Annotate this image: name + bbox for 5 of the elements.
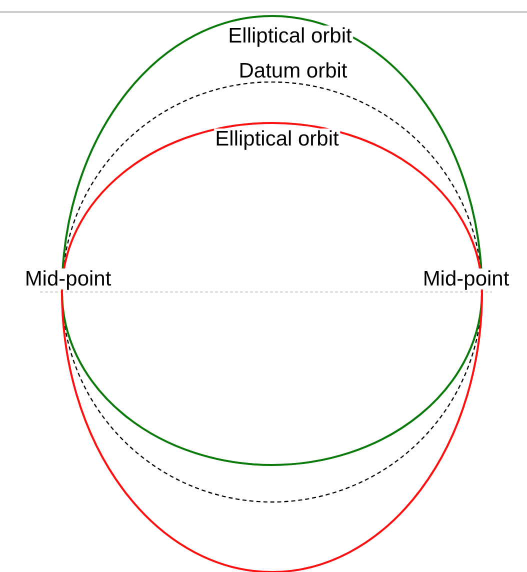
point-label: Mid-point bbox=[24, 268, 112, 290]
orbit-label: Datum orbit bbox=[238, 60, 348, 82]
orbit-label: Elliptical orbit bbox=[214, 128, 340, 150]
point-label: Mid-point bbox=[422, 268, 510, 290]
orbit-label: Elliptical orbit bbox=[227, 26, 353, 46]
